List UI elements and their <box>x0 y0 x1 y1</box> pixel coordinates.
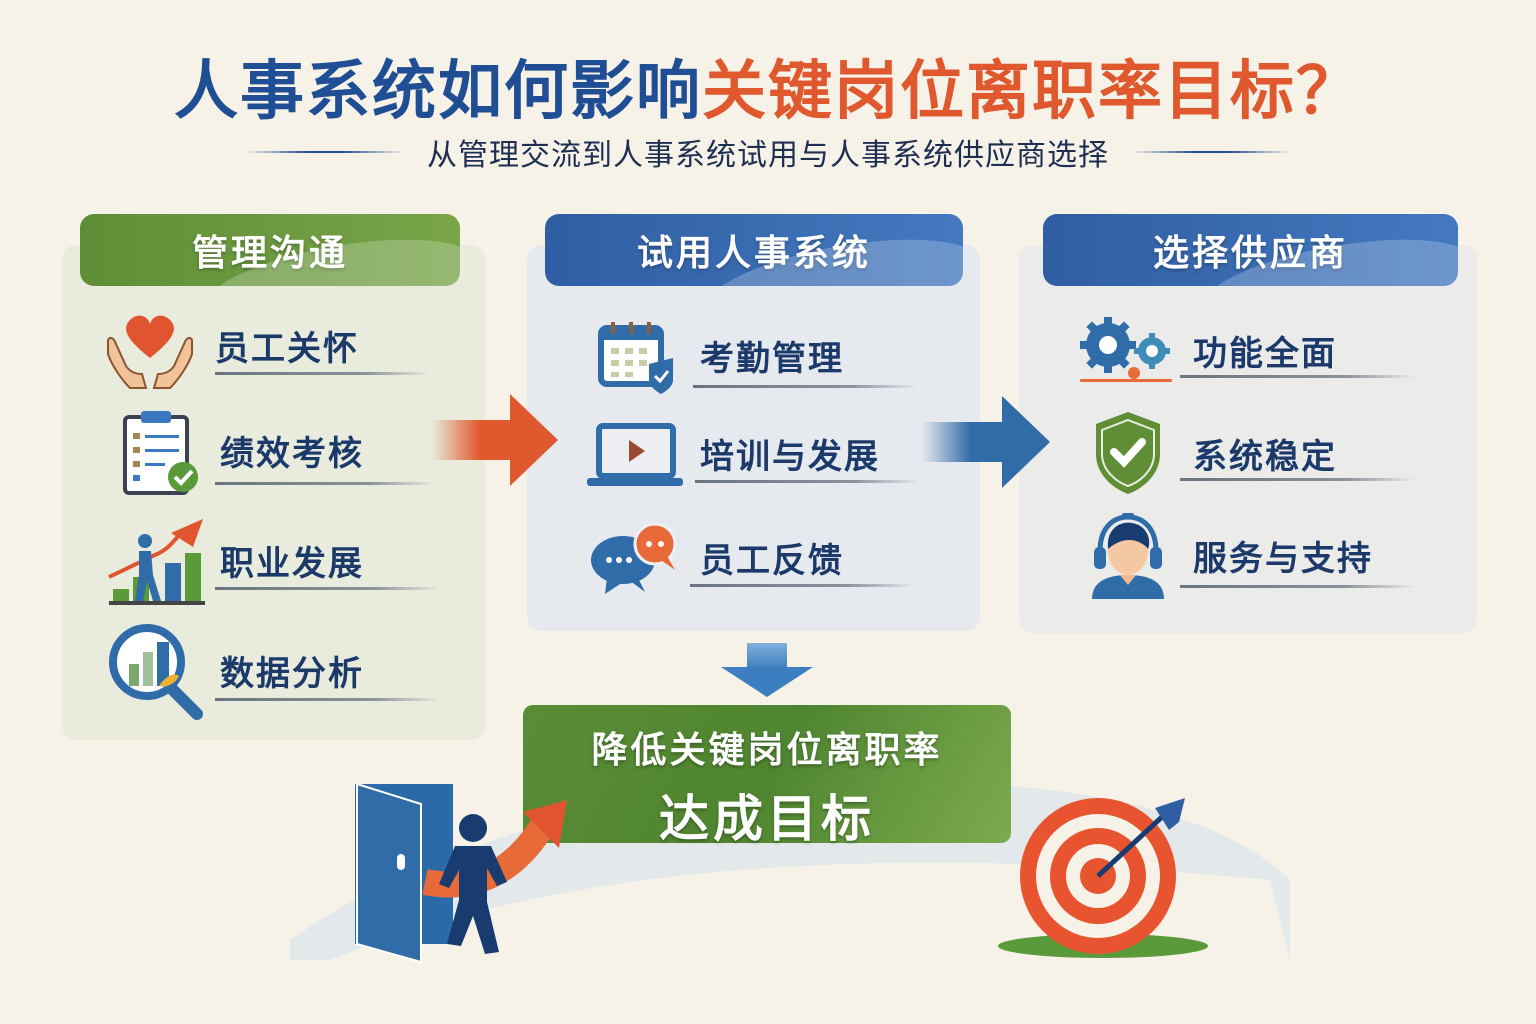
list-item-employee-feedback: 员工反馈 <box>585 512 915 602</box>
panel-trial-system-title: 试用人事系统 <box>545 214 963 286</box>
divider <box>693 385 918 388</box>
title-part-2: 关键岗位离职率目标？ <box>702 55 1362 129</box>
career-growth-icon <box>105 515 205 605</box>
arrow-down-icon <box>717 643 817 703</box>
heart-hands-icon <box>100 300 200 390</box>
item-label: 员工关怀 <box>215 328 359 369</box>
arrow-right-blue-icon <box>922 392 1054 496</box>
divider <box>695 480 920 483</box>
list-item-attendance: 考勤管理 <box>585 310 918 400</box>
item-label: 数据分析 <box>220 653 364 694</box>
divider <box>215 698 440 701</box>
panel-vendor-selection <box>1019 245 1477 633</box>
clipboard-check-icon <box>105 405 205 495</box>
subtitle: 从管理交流到人事系统试用与人事系统供应商选择 <box>427 138 1109 173</box>
goal-banner: 降低关键岗位离职率 达成目标 <box>523 705 1011 848</box>
item-label: 员工反馈 <box>700 540 844 581</box>
calendar-shield-icon <box>585 310 685 400</box>
gears-icon <box>1078 305 1178 395</box>
subtitle-divider-right <box>1131 151 1291 153</box>
goal-line-1: 降低关键岗位离职率 <box>591 730 943 771</box>
list-item-career: 职业发展 <box>105 515 440 605</box>
panel-management-title: 管理沟通 <box>80 214 460 286</box>
divider <box>215 372 430 375</box>
item-label: 功能全面 <box>1193 333 1337 374</box>
list-item-full-features: 功能全面 <box>1078 305 1415 395</box>
target-arrow-icon <box>983 778 1223 962</box>
title-part-1: 人事系统如何影响 <box>174 55 702 129</box>
page-title: 人事系统如何影响关键岗位离职率目标？ <box>0 40 1536 132</box>
divider <box>1180 375 1415 378</box>
shield-check-icon <box>1078 408 1178 498</box>
person-exit-door-icon <box>355 782 585 976</box>
divider <box>215 482 435 485</box>
divider <box>1180 585 1415 588</box>
list-item-employee-care: 员工关怀 <box>100 300 430 390</box>
list-item-data-analysis: 数据分析 <box>105 624 440 720</box>
laptop-play-icon <box>585 408 685 498</box>
divider <box>1180 478 1415 481</box>
chat-bubbles-icon <box>585 512 685 602</box>
arrow-right-orange-icon <box>432 390 562 494</box>
item-label: 系统稳定 <box>1193 436 1337 477</box>
panel-vendor-selection-title: 选择供应商 <box>1043 214 1458 286</box>
list-item-training: 培训与发展 <box>585 408 920 498</box>
magnifier-chart-icon <box>105 624 205 720</box>
item-label: 考勤管理 <box>700 338 844 379</box>
list-item-performance: 绩效考核 <box>105 405 435 495</box>
goal-line-2: 达成目标 <box>659 790 875 848</box>
item-label: 绩效考核 <box>220 433 364 474</box>
item-label: 培训与发展 <box>700 436 880 477</box>
subtitle-divider-left <box>245 151 405 153</box>
subtitle-row: 从管理交流到人事系统试用与人事系统供应商选择 <box>0 132 1536 173</box>
list-item-service-support: 服务与支持 <box>1078 510 1415 600</box>
divider <box>215 587 440 590</box>
headset-agent-icon <box>1078 510 1178 600</box>
list-item-system-stability: 系统稳定 <box>1078 408 1415 498</box>
item-label: 服务与支持 <box>1193 538 1373 579</box>
divider <box>690 584 915 587</box>
item-label: 职业发展 <box>220 543 364 584</box>
